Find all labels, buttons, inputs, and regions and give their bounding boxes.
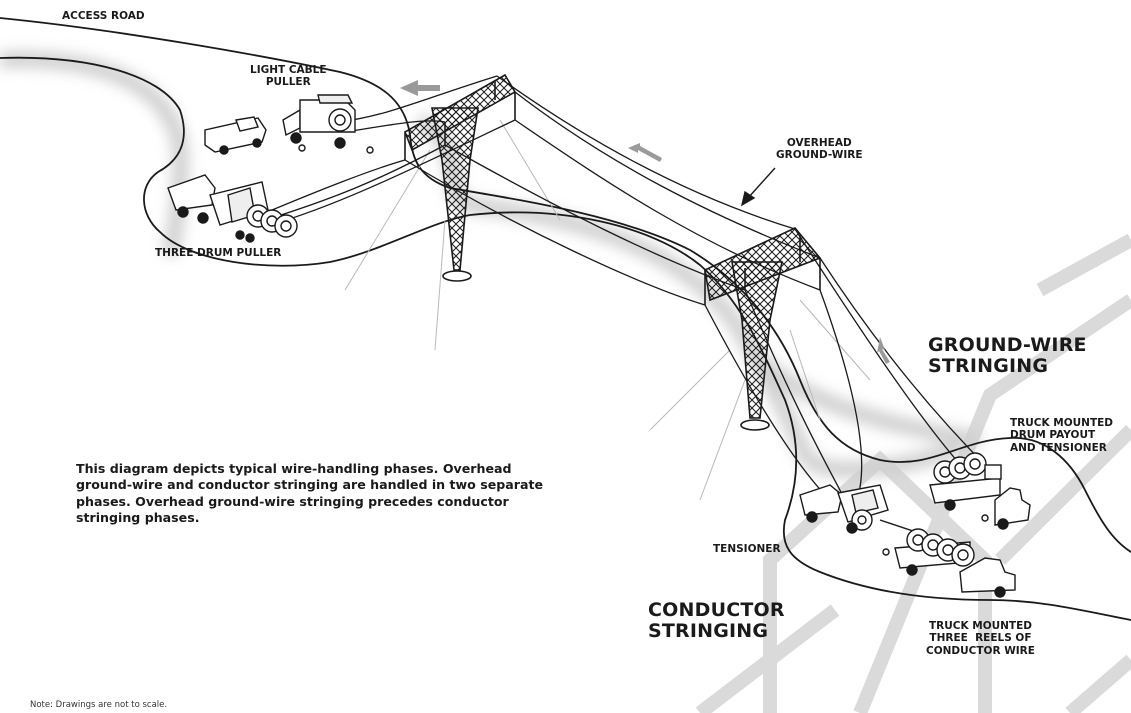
three-reels-truck: [883, 529, 1015, 597]
pickup-truck: [205, 117, 266, 154]
label-ground-wire-stringing: GROUND-WIRE STRINGING: [928, 335, 1087, 378]
scale-note: Note: Drawings are not to scale.: [30, 700, 167, 710]
transmission-tower-1: [405, 75, 515, 281]
label-three-drum-puller: THREE DRUM PULLER: [155, 247, 281, 259]
label-truck-drum-payout: TRUCK MOUNTED DRUM PAYOUT AND TENSIONER: [1010, 417, 1113, 454]
transmission-tower-2: [705, 228, 820, 430]
label-light-cable-puller: LIGHT CABLE PULLER: [250, 64, 327, 89]
label-overhead-ground-wire: OVERHEAD GROUND-WIRE: [776, 137, 863, 162]
light-cable-puller-truck: [283, 95, 373, 153]
label-access-road: ACCESS ROAD: [62, 10, 145, 22]
road-shadow: [0, 60, 980, 470]
label-conductor-stringing: CONDUCTOR STRINGING: [648, 600, 785, 643]
label-truck-three-reels: TRUCK MOUNTED THREE REELS OF CONDUCTOR W…: [926, 620, 1035, 657]
label-tensioner: TENSIONER: [713, 543, 781, 555]
overhead-wires: [260, 76, 990, 505]
description-text: This diagram depicts typical wire-handli…: [76, 461, 546, 526]
ground-wire-pointer: [742, 168, 775, 205]
three-drum-puller-truck: [168, 175, 297, 242]
